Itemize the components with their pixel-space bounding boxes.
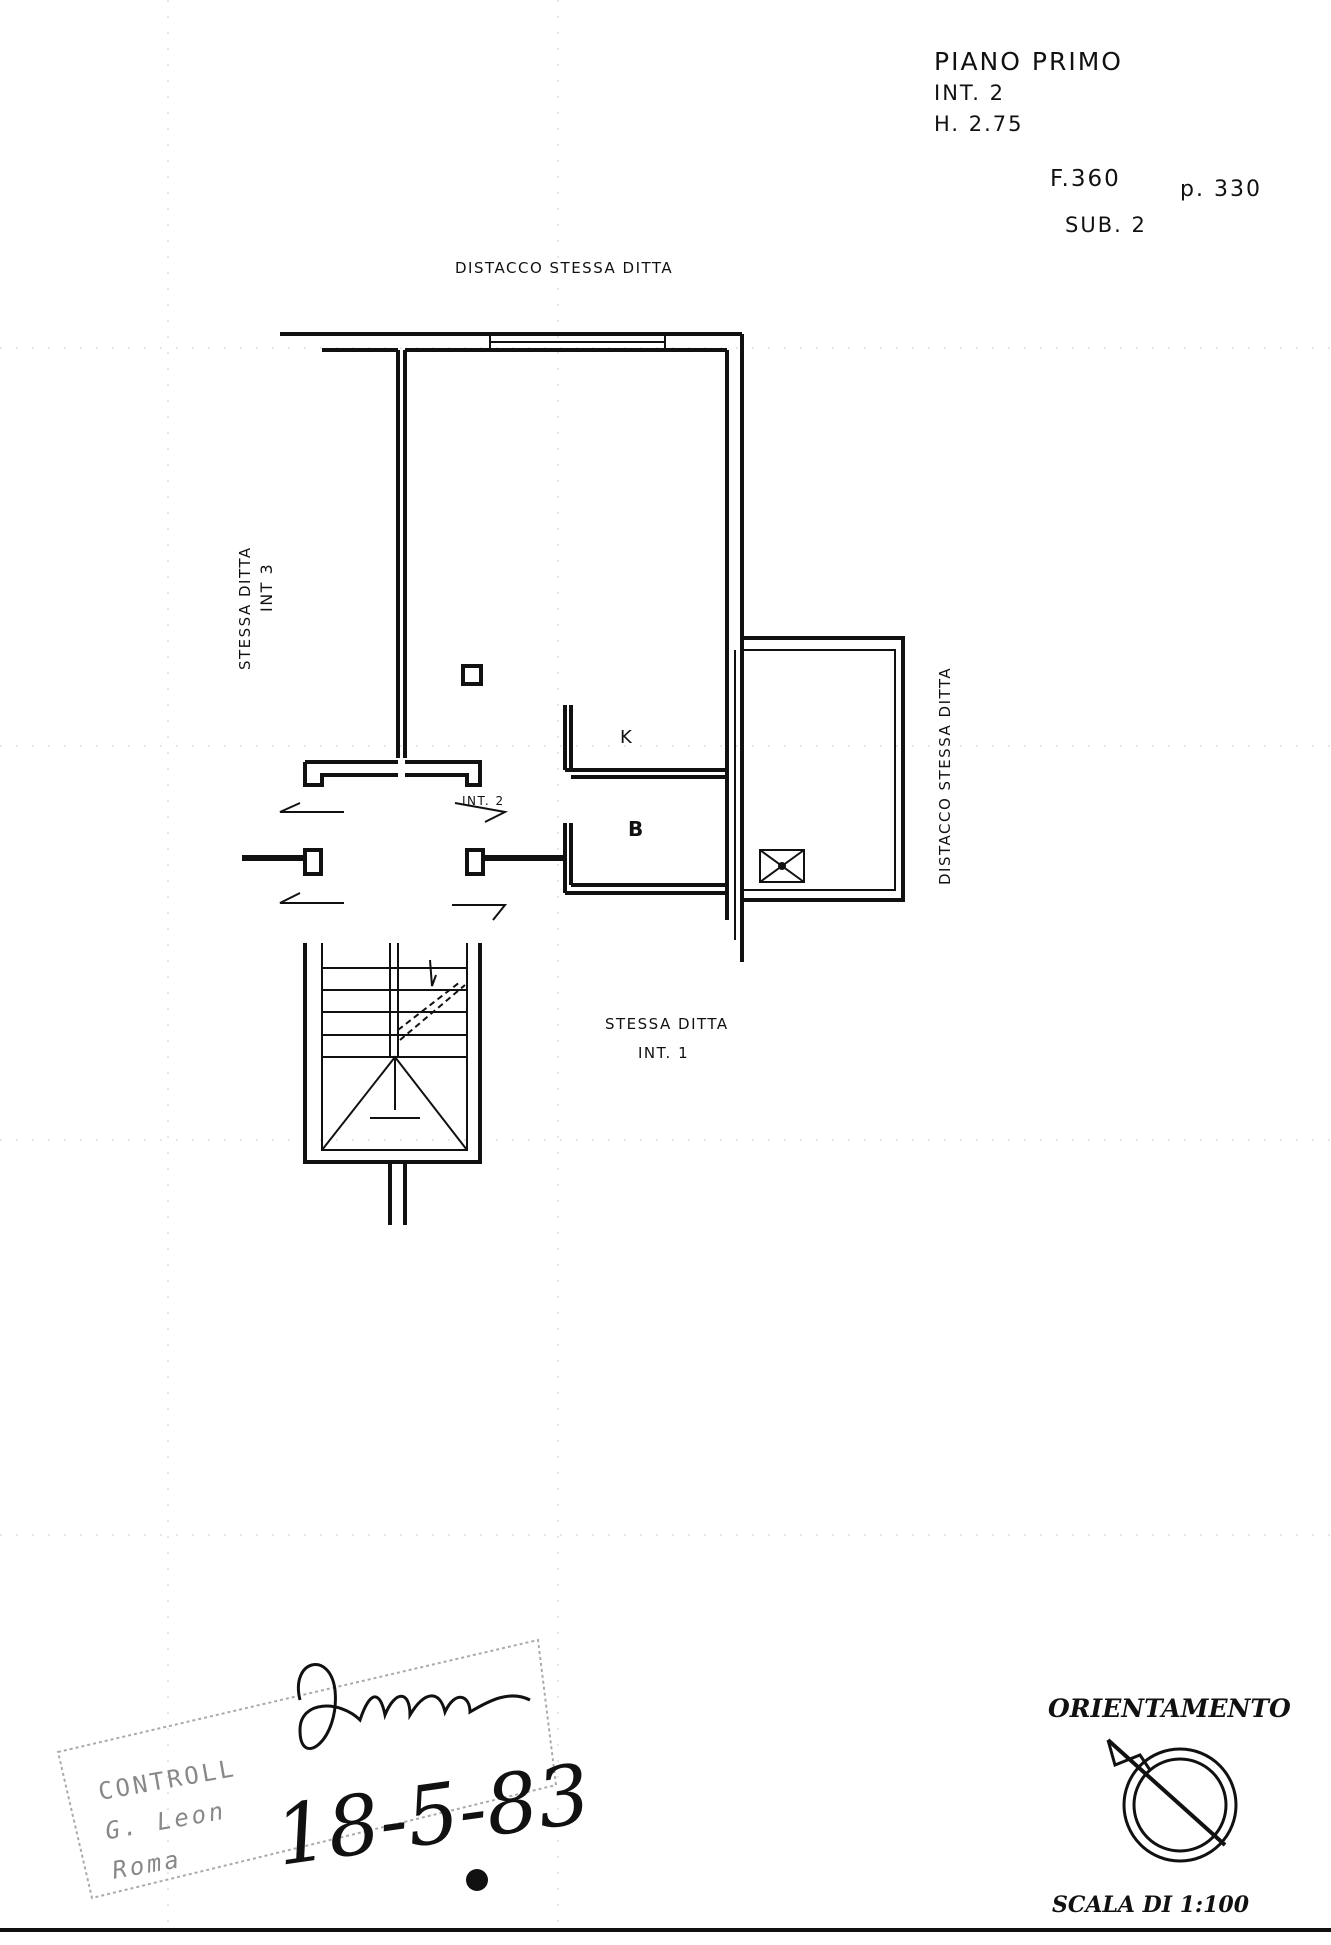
apartment-walls xyxy=(280,332,905,962)
signature xyxy=(296,1663,531,1750)
landing: INT. 2 xyxy=(242,794,565,921)
svg-text:DISTACCO STESSA DITTA: DISTACCO STESSA DITTA xyxy=(936,667,954,885)
unit-number: INT. 2 xyxy=(934,81,1005,105)
scale-label: SCALA DI 1:100 xyxy=(1052,1892,1250,1918)
stamp-line2: G. Leon xyxy=(103,1797,228,1846)
label-left-line1: STESSA DITTA xyxy=(236,546,254,670)
orientation-title: ORIENTAMENTO xyxy=(1048,1694,1291,1723)
label-bottom-neighbour-line2: INT. 1 xyxy=(638,1044,689,1062)
particella-number: p. 330 xyxy=(1180,177,1262,202)
north-arrow-icon xyxy=(1106,1738,1238,1863)
floor-title: PIANO PRIMO xyxy=(934,47,1123,76)
landing-unit-label: INT. 2 xyxy=(462,794,505,808)
foglio-number: F.360 xyxy=(1050,166,1121,192)
label-bottom-neighbour-line1: STESSA DITTA xyxy=(605,1015,729,1033)
label-top-boundary: DISTACCO STESSA DITTA xyxy=(455,259,673,277)
staircase xyxy=(303,943,482,1225)
shower-tray xyxy=(759,849,805,883)
ceiling-height: H. 2.75 xyxy=(934,112,1024,136)
subalterno-number: SUB. 2 xyxy=(1065,213,1147,237)
pillar xyxy=(461,664,483,686)
title-block: PIANO PRIMO INT. 2 H. 2.75 xyxy=(934,47,1123,136)
label-left-line2: INT 3 xyxy=(257,563,276,612)
label-right-boundary: DISTACCO STESSA DITTA xyxy=(936,667,954,885)
room-bath-label: B xyxy=(628,817,645,841)
stamp-date: 18-5-83 xyxy=(270,1747,596,1885)
room-kitchen-label: K xyxy=(620,727,633,748)
approval-stamp: CONTROLL G. Leon Roma 18-5-83 xyxy=(56,1638,596,1900)
label-left-neighbour: STESSA DITTA INT 3 xyxy=(236,546,276,670)
cadastral-reference: F.360 p. 330 SUB. 2 xyxy=(1050,166,1262,237)
